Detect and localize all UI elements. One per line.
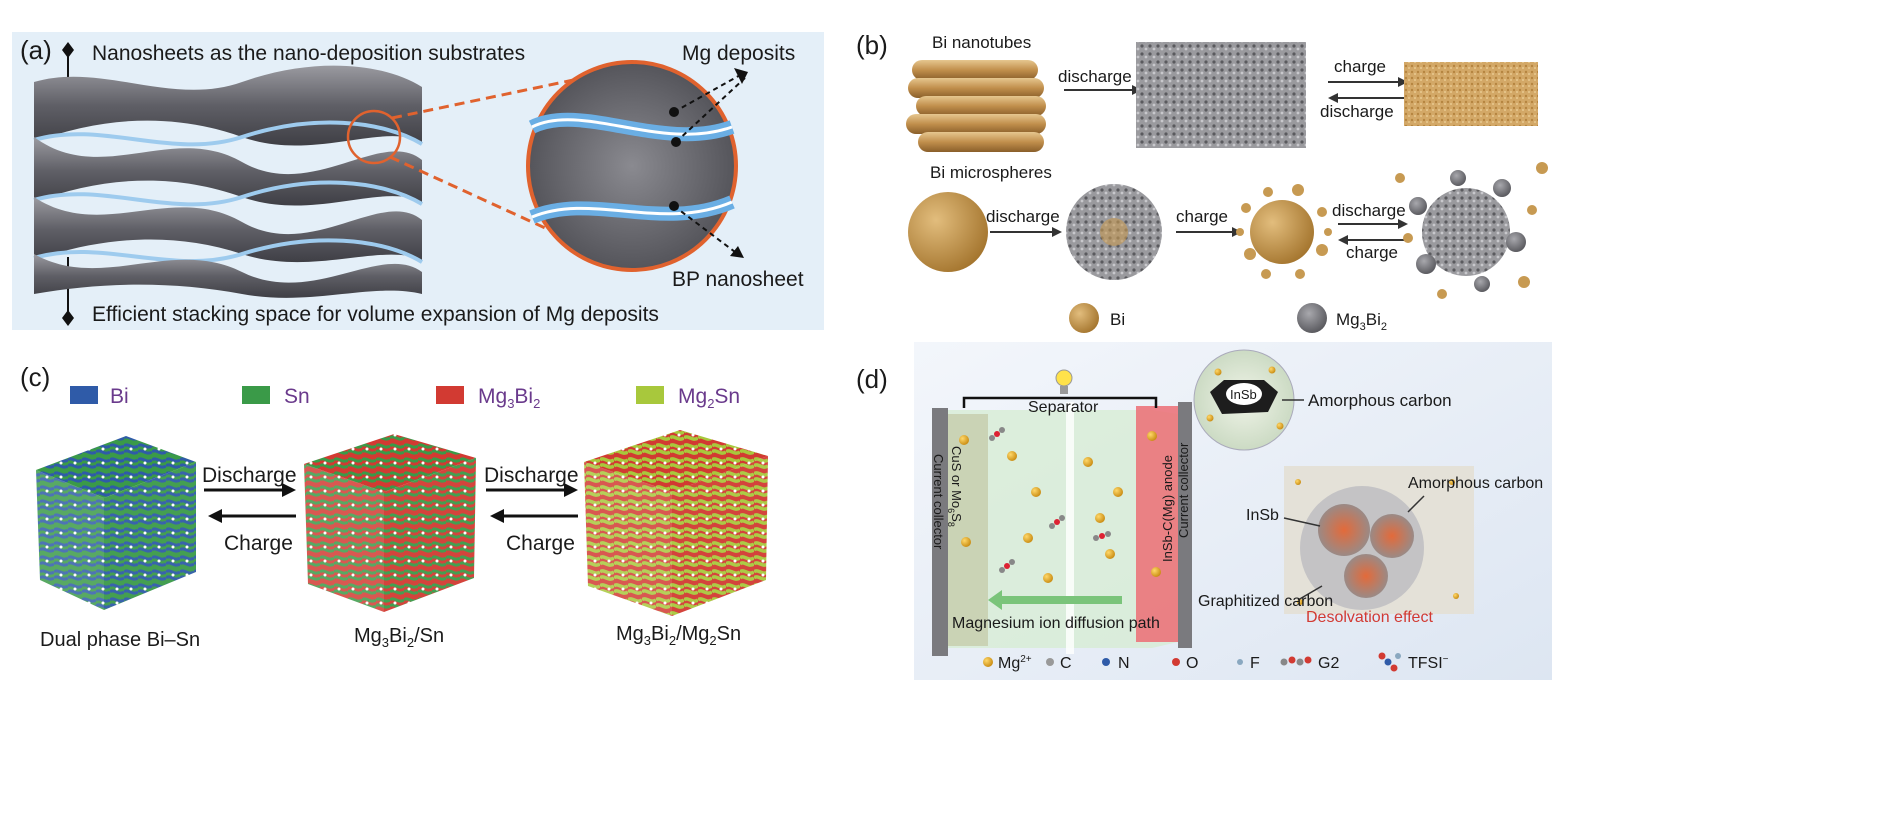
legend-mg3bi2-swatch (1297, 303, 1327, 333)
row2-charge: charge (1176, 207, 1228, 226)
panel-a-bottom-text: Efficient stacking space for volume expa… (92, 303, 659, 326)
legend-bi-swatch (1069, 303, 1099, 333)
panel-d-graphic: (d) Separator CuS or Mo6S8 Current colle… (856, 342, 1552, 680)
diamond-icon (62, 310, 74, 326)
insb-particle (1318, 504, 1370, 556)
diamond-icon (62, 42, 74, 58)
cube-mg3bi2-sn (304, 434, 476, 612)
graphitized-carbon-label: Graphitized carbon (1198, 593, 1333, 610)
arrow1-charge: Charge (224, 532, 293, 555)
electrolyte-cell (932, 410, 1178, 648)
panel-a-label: (a) (20, 35, 52, 65)
insb-particle (1370, 514, 1414, 558)
zoom-circle (526, 60, 738, 272)
svg-text:G2: G2 (1318, 655, 1339, 672)
cube2-caption: Mg3Bi2/Sn (354, 625, 444, 650)
legend-mg3bi2-swatch (436, 386, 464, 404)
bi-microsphere (908, 192, 988, 272)
anode-label: InSb-C(Mg) anode (1160, 455, 1175, 562)
diffusion-path-label: Magnesium ion diffusion path (952, 615, 1160, 632)
svg-text:C: C (1060, 655, 1072, 672)
anode-current-collector (1178, 402, 1192, 648)
insb-small-label: InSb (1230, 387, 1257, 402)
bp-nanosheet-label: BP nanosheet (672, 268, 804, 291)
legend-mg2sn-swatch (636, 386, 664, 404)
panel-a: (a) Nanosheets as the nano-deposition su… (12, 32, 824, 330)
arrowhead-icon (734, 68, 748, 84)
mg-deposits-label: Mg deposits (682, 42, 795, 65)
row1-charge: charge (1334, 57, 1386, 76)
row2-discharge: discharge (986, 207, 1060, 226)
panel-d-legend: Mg2+ C N O F G2 TFSI− (983, 652, 1449, 672)
bi-nanotubes (906, 60, 1046, 152)
legend-sn-swatch (242, 386, 270, 404)
legend-bi-label: Bi (110, 385, 129, 408)
separator-label: Separator (1028, 399, 1099, 416)
panel-d: (d) Separator CuS or Mo6S8 Current colle… (852, 342, 1552, 682)
svg-text:Mg2+: Mg2+ (998, 654, 1032, 672)
cathode-current-collector (932, 408, 948, 656)
zoom-marker (346, 109, 402, 165)
desolvation-label: Desolvation effect (1306, 609, 1433, 626)
insb-big-label: InSb (1246, 507, 1279, 524)
lightbulb-base (1060, 386, 1068, 394)
bi-microspheres-label: Bi microspheres (930, 163, 1052, 182)
panel-b-label: (b) (856, 30, 888, 60)
panel-c: (c) Bi Sn Mg3Bi2 Mg2Sn Discharge Charge (12, 358, 812, 658)
panel-d-label: (d) (856, 364, 888, 394)
bi-microsphere-with-particles (1236, 184, 1332, 279)
arrowhead-icon (730, 246, 744, 258)
insb-particle (1344, 554, 1388, 598)
diffusion-arrow (1002, 596, 1122, 604)
row1-discharge2: discharge (1320, 102, 1394, 121)
row2-charge2: charge (1346, 243, 1398, 262)
svg-text:F: F (1250, 655, 1260, 672)
separator (1066, 402, 1074, 654)
cathode-collector-label: Current collector (931, 454, 946, 550)
svg-text:O: O (1186, 655, 1198, 672)
legend-bi-label: Bi (1110, 310, 1125, 329)
lightbulb-icon (1055, 369, 1073, 387)
cube3-caption: Mg3Bi2/Mg2Sn (616, 623, 741, 648)
legend-mg2sn-label: Mg2Sn (678, 385, 740, 411)
arrow2-charge: Charge (506, 532, 575, 555)
cube1-caption: Dual phase Bi–Sn (40, 629, 200, 651)
panel-c-label: (c) (20, 362, 50, 392)
arrow2-discharge: Discharge (484, 464, 579, 487)
bi-nanotube-recovered (1404, 62, 1538, 126)
row2-discharge2: discharge (1332, 201, 1406, 220)
svg-text:TFSI−: TFSI− (1408, 654, 1449, 672)
nanosheet-stack (33, 65, 424, 298)
svg-text:N: N (1118, 655, 1130, 672)
legend-mg3bi2-label: Mg3Bi2 (478, 385, 540, 411)
cube-mg3bi2-mg2sn (584, 430, 768, 616)
cathode (948, 414, 988, 646)
anode (1136, 406, 1178, 642)
mg-ions (959, 431, 1161, 583)
bi-nanotubes-label: Bi nanotubes (932, 33, 1031, 52)
row1-discharge: discharge (1058, 67, 1132, 86)
panel-c-graphic: (c) Bi Sn Mg3Bi2 Mg2Sn Discharge Charge (20, 362, 768, 651)
panel-a-top-text: Nanosheets as the nano-deposition substr… (92, 42, 525, 65)
panel-a-graphic: (a) Nanosheets as the nano-deposition su… (20, 35, 804, 326)
g2-molecules (989, 427, 1111, 573)
amorphous-carbon-top: Amorphous carbon (1308, 391, 1452, 410)
legend-sn-label: Sn (284, 385, 310, 408)
mg3bi2-nanotube-product (1136, 42, 1306, 148)
cathode-label: CuS or Mo6S8 (946, 446, 964, 527)
anode-collector-label: Current collector (1176, 442, 1191, 538)
arrow1-discharge: Discharge (202, 464, 297, 487)
amorphous-carbon-right: Amorphous carbon (1408, 475, 1543, 492)
panel-b: (b) Bi nanotubes discharge charge discha… (852, 28, 1552, 340)
cube-bi-sn (36, 436, 196, 610)
panel-b-graphic: (b) Bi nanotubes discharge charge discha… (856, 30, 1548, 333)
legend-mg3bi2-label: Mg3Bi2 (1336, 310, 1387, 333)
mg3bi2-sphere-with-particles (1395, 162, 1548, 299)
arrowhead-icon (988, 590, 1002, 610)
legend-bi-swatch (70, 386, 98, 404)
